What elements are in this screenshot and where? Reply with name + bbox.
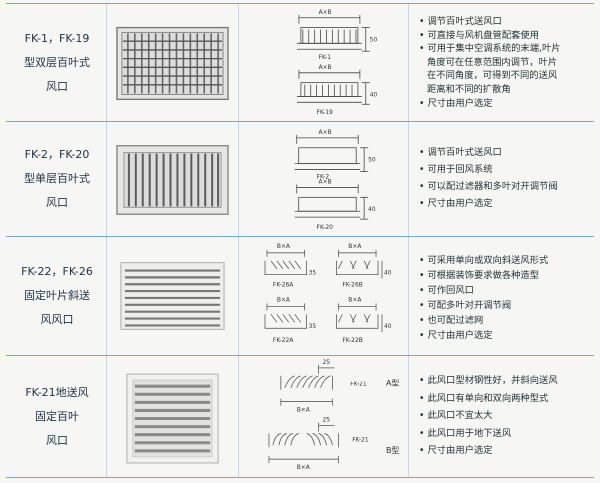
feature-item: 此风口用于地下送风 — [419, 425, 590, 443]
dimension-diagram-cell: 25 B×A FK-21 A型 25 B×A FK-21 B型 — [238, 356, 408, 477]
feature-item: 尺寸由用户选定 — [419, 442, 590, 460]
product-name-cell: FK-22，FK-26 固定叶片斜送 风风口 — [6, 237, 106, 355]
feature-item: 尺寸由用户选定 — [419, 328, 590, 343]
dimension-label: B×A — [277, 296, 291, 303]
feature-item: 可作回风口 — [419, 283, 590, 298]
feature-item: 距离和不同的扩散角 — [427, 83, 511, 95]
model-label: FK-21 — [352, 436, 369, 443]
type-label: A型 — [386, 379, 399, 388]
feature-item: 可用于集中空调系统的末端,叶片 — [419, 42, 590, 56]
product-image-cell — [106, 237, 238, 355]
table-row: FK-2，FK-20 型单层百叶式 风口 — [6, 122, 594, 237]
single-louver-grille-image — [115, 132, 230, 226]
features-cell: 调节百叶式送风口 可用于回风系统 可以配过滤器和多叶对开调节阀 尺寸由用户选定 — [408, 122, 594, 236]
feature-item: 角度可在任意范围内调节，叶片 — [427, 56, 558, 68]
model-label: FK-20 — [317, 224, 334, 231]
model-label: FK-22A — [273, 337, 294, 344]
features-cell: 调节百叶式送风口 可直接与风机盘管配套使用 可用于集中空调系统的末端,叶片 角度… — [408, 4, 594, 121]
dimension-label: A×B — [319, 129, 332, 136]
model-label: FK-26A — [273, 282, 294, 289]
dimension-label: 50 — [370, 37, 378, 43]
dimension-label: 25 — [323, 359, 331, 366]
product-name: FK-21地送风 固定百叶 风口 — [25, 385, 89, 447]
model-label: FK-19 — [317, 110, 333, 116]
feature-item: 可根据装饰要求做各种造型 — [419, 268, 590, 283]
dimension-label: 35 — [309, 323, 317, 330]
double-louver-grille-image — [115, 14, 230, 111]
feature-item: 此风口不宜太大 — [419, 407, 590, 425]
product-name-cell: FK-1，FK-19 型双层百叶式 风口 — [6, 4, 106, 121]
feature-item: 可以配过滤器和多叶对开调节阀 — [419, 178, 590, 195]
model-label: FK-22B — [342, 337, 362, 344]
product-name-cell: FK-2，FK-20 型单层百叶式 风口 — [6, 122, 106, 236]
feature-item: 可用于回风系统 — [419, 161, 590, 178]
features-cell: 此风口型材钢性好，并斜向送风 此风口有单向和双向两种型式 此风口不宜太大 此风口… — [408, 356, 594, 477]
dimension-diagram-cell: A×B 50 FK-2 A×B 40 FK-20 — [238, 122, 408, 236]
type-label: B型 — [386, 446, 399, 455]
feature-item: 尺寸由用户选定 — [419, 195, 590, 212]
dimension-label: 50 — [368, 157, 376, 164]
table-row: FK-21地送风 固定百叶 风口 — [6, 356, 594, 478]
table-row: FK-1，FK-19 型双层百叶式 风口 — [6, 3, 594, 122]
dimension-diagram-cell: B×A B×A 40 35 FK-26A FK-26B B×A B×A 35 4… — [238, 237, 408, 355]
feature-list: 调节百叶式送风口 可直接与风机盘管配套使用 可用于集中空调系统的末端,叶片 角度… — [419, 15, 590, 110]
features-cell: 可采用单向或双向斜送风形式 可根据装饰要求做各种造型 可作回风口 可配多叶对开调… — [408, 237, 594, 355]
feature-item: 可采用单向或双向斜送风形式 — [419, 253, 590, 268]
dimension-label: A×B — [319, 65, 332, 71]
dimension-label: 25 — [323, 416, 331, 423]
feature-item: 调节百叶式送风口 — [419, 15, 590, 29]
feature-list: 调节百叶式送风口 可用于回风系统 可以配过滤器和多叶对开调节阀 尺寸由用户选定 — [419, 144, 590, 212]
product-image-cell — [106, 356, 238, 477]
dimension-label: B×A — [277, 243, 291, 250]
dimension-label: 40 — [368, 206, 376, 213]
feature-list: 可采用单向或双向斜送风形式 可根据装饰要求做各种造型 可作回风口 可配多叶对开调… — [419, 253, 590, 343]
model-label: FK-2 — [317, 174, 330, 181]
dimension-diagram-cell: A×B 50 FK-1 A×B 40 FK-19 — [238, 4, 408, 121]
feature-item: 调节百叶式送风口 — [419, 144, 590, 161]
model-label: FK-21 — [350, 381, 367, 388]
model-label: FK-1 — [319, 55, 332, 61]
product-image-cell — [106, 4, 238, 121]
product-name: FK-1，FK-19 型双层百叶式 风口 — [24, 31, 90, 93]
product-image-cell — [106, 122, 238, 236]
dimension-label: B×A — [348, 243, 362, 250]
fixed-blade-grille-image — [115, 247, 230, 345]
product-name: FK-22，FK-26 固定叶片斜送 风风口 — [21, 265, 93, 326]
floor-supply-grille-image — [115, 366, 230, 467]
feature-item: 在不同角度，可得到不同的送风 — [427, 70, 558, 82]
feature-item: 尺寸由用户选定 — [419, 97, 590, 111]
dimension-label: 40 — [384, 323, 392, 330]
feature-item: 此风口有单向和双向两种型式 — [419, 390, 590, 408]
feature-item: 也可配过滤网 — [419, 313, 590, 328]
product-name: FK-2，FK-20 型单层百叶式 风口 — [24, 148, 90, 209]
dimension-label: 35 — [309, 270, 317, 277]
dimension-label: B×A — [297, 407, 311, 414]
dimension-label: A×B — [319, 10, 332, 16]
product-name-cell: FK-21地送风 固定百叶 风口 — [6, 356, 106, 477]
feature-item: 可直接与风机盘管配套使用 — [419, 29, 590, 43]
dimension-label: 40 — [370, 92, 378, 98]
dimension-label: 40 — [384, 270, 392, 277]
model-label: FK-26B — [342, 282, 362, 289]
feature-list: 此风口型材钢性好，并斜向送风 此风口有单向和双向两种型式 此风口不宜太大 此风口… — [419, 372, 590, 460]
dimension-label: B×A — [297, 464, 311, 471]
dimension-label: B×A — [348, 296, 362, 303]
table-row: FK-22，FK-26 固定叶片斜送 风风口 — [6, 237, 594, 356]
dimension-label: A×B — [319, 178, 332, 185]
feature-item: 可配多叶对开调节阀 — [419, 298, 590, 313]
feature-item: 此风口型材钢性好，并斜向送风 — [419, 372, 590, 390]
